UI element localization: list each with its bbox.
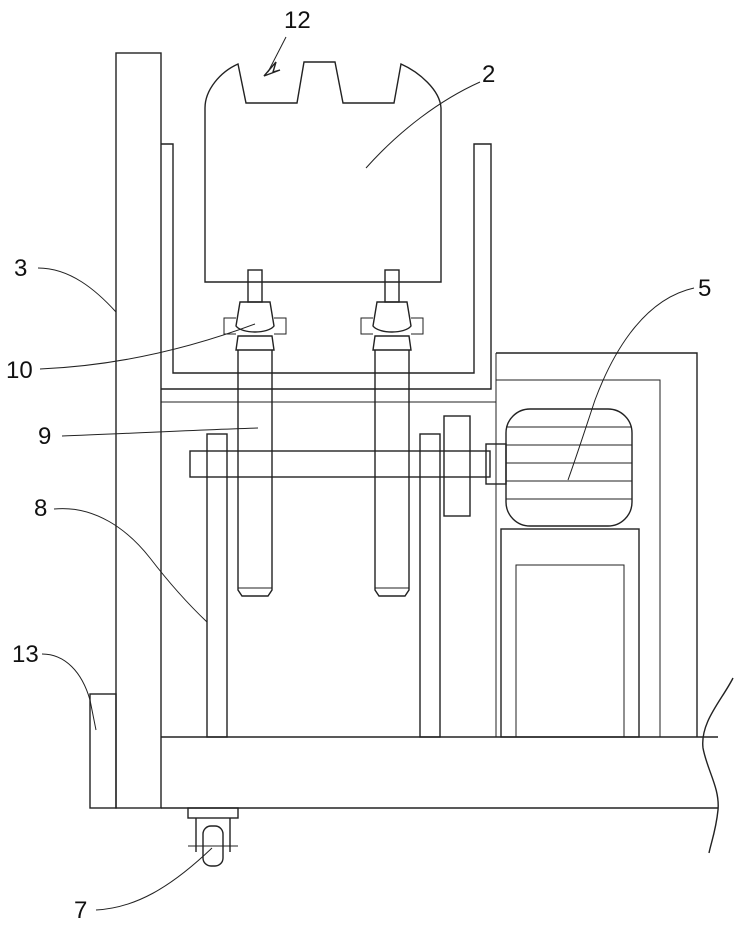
label-10: 10	[6, 357, 33, 384]
label-2: 2	[482, 61, 495, 88]
leader-5	[567, 287, 695, 481]
leader-7	[95, 847, 213, 911]
leader-12	[267, 36, 287, 73]
upright-left	[206, 433, 228, 738]
leader-10	[39, 323, 256, 370]
break-line	[702, 677, 734, 854]
drive-shaft	[189, 450, 491, 478]
clamp-jaws	[360, 317, 424, 335]
clamp-assembly-right	[360, 269, 424, 597]
label-9: 9	[38, 423, 51, 450]
label-7: 7	[74, 897, 87, 924]
arrow-12	[263, 61, 281, 77]
clamp-assembly-left	[223, 269, 287, 597]
clamp-jaws	[223, 317, 287, 335]
left-post	[115, 52, 162, 809]
clamp-head	[235, 301, 275, 333]
motor-fins	[506, 426, 632, 500]
rod-left	[237, 350, 273, 597]
motor	[505, 408, 633, 527]
rod-collar	[372, 335, 412, 351]
rod-right	[374, 350, 410, 597]
leader-8	[53, 508, 208, 623]
leader-3	[37, 267, 117, 313]
label-13: 13	[12, 641, 39, 668]
label-3: 3	[14, 255, 27, 282]
base-frame	[161, 736, 718, 809]
u-frame	[161, 143, 492, 390]
motor-stand	[500, 528, 640, 738]
leader-2	[365, 81, 481, 169]
motor-stand-window	[515, 564, 625, 738]
clamp-head	[372, 301, 412, 333]
caster-plate	[187, 807, 239, 819]
right-frame-inner	[496, 379, 661, 737]
caster-wheel	[187, 807, 239, 867]
label-12: 12	[284, 7, 311, 34]
rod-collar	[235, 335, 275, 351]
side-block	[89, 693, 117, 809]
clamp-pin	[384, 269, 400, 303]
label-8: 8	[34, 495, 47, 522]
upright-right	[419, 433, 441, 738]
pulley	[443, 415, 471, 517]
leader-9	[61, 427, 259, 437]
container	[204, 61, 442, 283]
label-5: 5	[698, 275, 711, 302]
leader-13	[41, 653, 97, 731]
caster-fork	[195, 818, 231, 852]
clamp-pin	[247, 269, 263, 303]
right-frame-outer	[496, 352, 698, 737]
